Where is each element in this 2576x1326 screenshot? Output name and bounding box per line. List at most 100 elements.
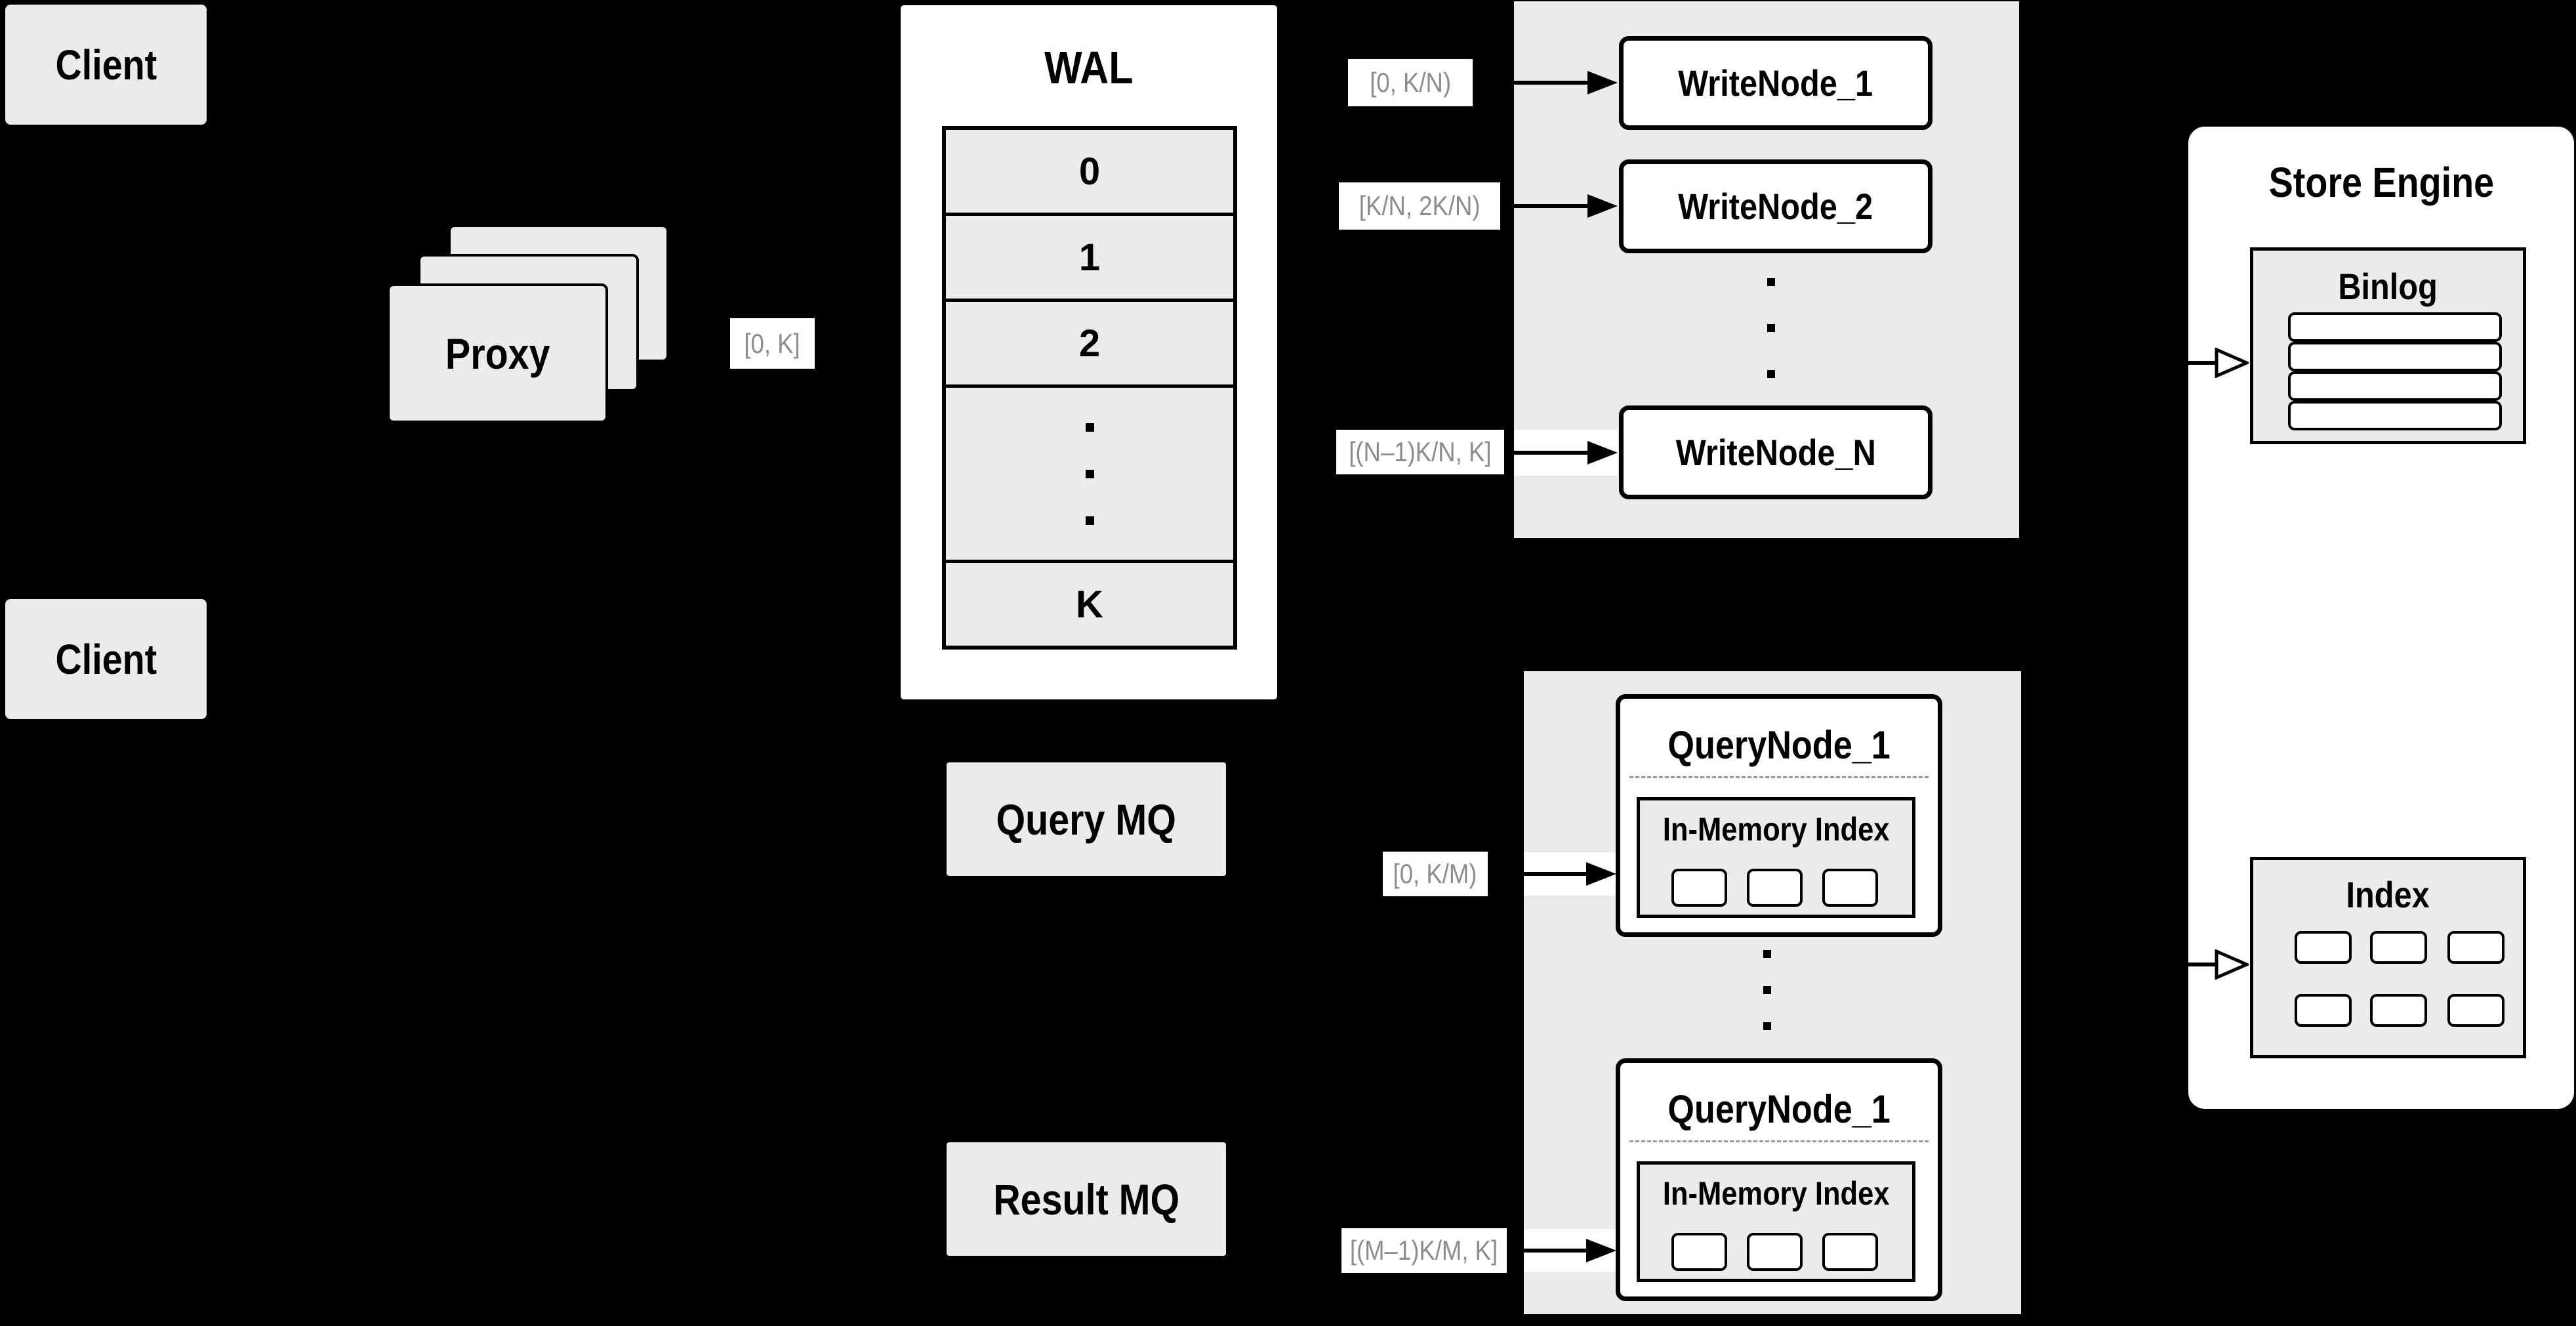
wal-title: WAL — [1044, 42, 1134, 93]
arrow-line-qn1 — [1488, 872, 1586, 876]
query-node-1: QueryNode_1 In-Memory Index — [1616, 694, 1942, 937]
arrow-line-binlog — [2024, 361, 2216, 365]
edge-label-wnN: [(N–1)K/N, K] — [1336, 430, 1504, 474]
proxy-node: Proxy — [387, 283, 608, 423]
arrow-line-index — [2024, 963, 2216, 966]
ellipsis-dot — [1767, 278, 1775, 286]
proxy-label: Proxy — [445, 329, 550, 378]
binlog-segment-row — [2288, 312, 2502, 342]
binlog-title: Binlog — [2338, 265, 2438, 307]
index-segment-box — [1671, 869, 1727, 907]
ellipsis-dot — [1085, 469, 1094, 478]
ellipsis-dot — [1767, 370, 1775, 378]
write-node-2-label: WriteNode_2 — [1678, 186, 1873, 227]
write-node-n-label: WriteNode_N — [1675, 432, 1876, 473]
ellipsis-dot — [1763, 950, 1771, 958]
edge-label-wnN-text: [(N–1)K/N, K] — [1349, 436, 1492, 467]
query-node-1-title: QueryNode_1 — [1667, 722, 1891, 767]
arrowhead-qn2 — [1586, 1239, 1616, 1262]
index-segment-box — [1671, 1233, 1727, 1271]
edge-label-wn1: [0, K/N) — [1348, 59, 1473, 106]
wal-row-2: 2 — [946, 299, 1233, 384]
arrowhead-qn1 — [1586, 862, 1616, 886]
wal-row-1-label: 1 — [1078, 236, 1101, 279]
ellipsis-dot — [1767, 324, 1775, 332]
query-mq-node: Query MQ — [947, 762, 1226, 876]
edge-label-qn2: [(M–1)K/M, K] — [1341, 1228, 1507, 1273]
ellipsis-dot — [1085, 423, 1094, 432]
binlog-title-row: Binlog — [2253, 261, 2523, 311]
wal-title-row: WAL — [901, 41, 1277, 94]
client-top-label: Client — [55, 41, 157, 89]
arrow-line-qn2 — [1507, 1249, 1586, 1253]
client-node-top: Client — [5, 5, 207, 125]
write-node-1-label: WriteNode_1 — [1678, 62, 1873, 104]
store-index-title-row: Index — [2253, 869, 2523, 919]
index-segment-box — [2295, 931, 2352, 964]
arrow-line-wn1 — [1473, 81, 1587, 85]
index-segment-box — [1822, 1233, 1878, 1271]
in-memory-index-2-title-row: In-Memory Index — [1640, 1170, 1912, 1217]
client-bottom-label: Client — [55, 635, 157, 683]
arrow-line-wn2 — [1500, 204, 1587, 208]
result-mq-node: Result MQ — [947, 1142, 1226, 1256]
wal-row-0-label: 0 — [1078, 150, 1101, 193]
store-index-title: Index — [2346, 873, 2430, 915]
arrow-line-wnN — [1504, 451, 1587, 455]
index-segment-box — [1747, 869, 1803, 907]
ellipsis-dot — [1085, 516, 1094, 525]
write-node-n: WriteNode_N — [1619, 405, 1932, 499]
wal-row-k-label: K — [1076, 583, 1103, 626]
in-memory-index-2-title: In-Memory Index — [1662, 1175, 1890, 1212]
in-memory-index-1: In-Memory Index — [1637, 797, 1915, 918]
query-mq-label: Query MQ — [996, 795, 1177, 844]
binlog-box: Binlog — [2250, 247, 2526, 444]
index-segment-box — [2447, 994, 2504, 1027]
index-segment-box — [2447, 931, 2504, 964]
edge-label-proxy-to-wal-text: [0, K] — [744, 327, 801, 359]
index-segment-box — [1747, 1233, 1803, 1271]
query-node-2: QueryNode_1 In-Memory Index — [1616, 1058, 1942, 1301]
open-arrowhead-index — [2215, 949, 2249, 980]
result-mq-label: Result MQ — [993, 1174, 1179, 1224]
edge-label-wn2-text: [K/N, 2K/N) — [1359, 190, 1481, 221]
wal-segment-table: 0 1 2 K — [942, 126, 1237, 650]
binlog-segment-row — [2288, 371, 2502, 401]
binlog-segment-row — [2288, 342, 2502, 371]
in-memory-index-1-title-row: In-Memory Index — [1640, 806, 1912, 853]
write-node-1: WriteNode_1 — [1619, 36, 1932, 130]
wal-row-k: K — [946, 560, 1233, 646]
arrowhead-wn2 — [1587, 194, 1618, 218]
wal-row-1: 1 — [946, 213, 1233, 299]
wal-row-ellipsis — [946, 384, 1233, 560]
index-segment-box — [2370, 994, 2427, 1027]
index-segment-box — [1822, 869, 1878, 907]
query-node-2-divider — [1629, 1140, 1929, 1142]
store-index-box: Index — [2250, 857, 2526, 1058]
edge-label-wn2: [K/N, 2K/N) — [1339, 182, 1500, 230]
query-node-2-title-row: QueryNode_1 — [1620, 1081, 1938, 1136]
ellipsis-dot — [1763, 1022, 1771, 1030]
edge-label-qn1-text: [0, K/M) — [1393, 858, 1477, 889]
query-node-1-divider — [1629, 776, 1929, 778]
open-arrowhead-binlog — [2215, 348, 2249, 378]
client-node-bottom: Client — [5, 599, 207, 719]
edge-label-qn1: [0, K/M) — [1383, 852, 1488, 896]
index-segment-box — [2370, 931, 2427, 964]
edge-label-proxy-to-wal: [0, K] — [730, 318, 815, 369]
write-node-2: WriteNode_2 — [1619, 159, 1932, 253]
arrowhead-wnN — [1587, 441, 1618, 465]
edge-label-qn2-text: [(M–1)K/M, K] — [1350, 1235, 1498, 1266]
wal-row-0: 0 — [946, 130, 1233, 213]
store-engine-title: Store Engine — [2268, 159, 2494, 206]
arrowhead-wn1 — [1587, 71, 1618, 94]
in-memory-index-1-title: In-Memory Index — [1662, 811, 1890, 848]
ellipsis-dot — [1763, 986, 1771, 994]
binlog-segment-row — [2288, 401, 2502, 430]
store-engine-title-row: Store Engine — [2188, 158, 2574, 207]
index-segment-box — [2295, 994, 2352, 1027]
wal-container: WAL 0 1 2 K — [897, 2, 1280, 703]
in-memory-index-2: In-Memory Index — [1637, 1161, 1915, 1282]
edge-label-wn1-text: [0, K/N) — [1370, 67, 1451, 98]
